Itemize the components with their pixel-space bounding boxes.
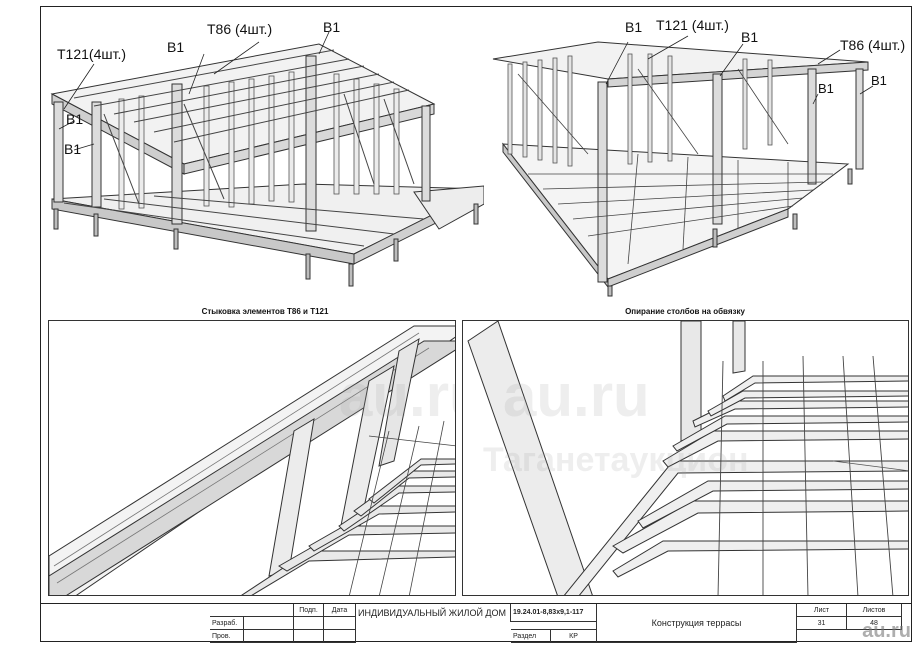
tb-list-label: Лист <box>797 604 847 617</box>
label-t86-right: T86 (4шт.) <box>840 37 906 53</box>
tb-listov-label: Листов <box>847 604 902 617</box>
tb-blank-h <box>511 622 597 630</box>
label-t86-left: T86 (4шт.) <box>207 21 273 37</box>
left-house-frame-drawing <box>50 31 484 287</box>
watermark-stamp: au.ru <box>862 620 911 642</box>
right-terrace-frame-drawing <box>492 35 874 297</box>
label-t121-right: T121 (4шт.) <box>656 17 729 33</box>
label-b1-a-right: B1 <box>625 19 643 35</box>
tb-project-code: 19.24.01-8,83x9,1-117 <box>511 604 597 622</box>
caption-right-detail: Опирание столбов на обвязку <box>625 307 745 316</box>
watermark-sub: Таганетаукцион <box>483 441 749 479</box>
label-b1-side1-left: B1 <box>66 111 84 127</box>
label-t121-left: T121(4шт.) <box>57 46 127 62</box>
tb-blank-f <box>294 630 324 643</box>
tb-blank-b <box>244 617 294 630</box>
tb-blank-a <box>210 604 294 617</box>
detail-right-support: au.ru Таганетаукцион <box>462 320 909 596</box>
tb-list-number: 31 <box>797 617 847 630</box>
tb-data-label: Дата <box>324 604 356 617</box>
detail-left-joint: au.ru <box>48 320 456 596</box>
watermark-brand-right: au.ru <box>503 362 650 429</box>
tb-listov-number: 48 <box>847 617 902 630</box>
tb-blank-c <box>294 617 324 630</box>
tb-podp-label: Подп. <box>294 604 324 617</box>
tb-razrab-label: Разраб. <box>210 617 244 630</box>
tb-razdel-label: Раздел <box>511 630 551 643</box>
tb-sheet-title: Конструкция террасы <box>597 604 797 643</box>
drawing-sheet <box>40 6 912 642</box>
tb-kp-value: КР <box>551 630 597 643</box>
label-b1-top-left: B1 <box>167 39 185 55</box>
label-b1-side2-left: B1 <box>64 141 82 157</box>
label-b1-b-right: B1 <box>741 29 759 45</box>
watermark-brand: au.ru <box>339 362 455 429</box>
caption-left-detail: Стыковка элементов T86 и T121 <box>201 307 329 316</box>
tb-blank-e <box>244 630 294 643</box>
tb-project-name: ИНДИВИДУАЛЬНЫЙ ЖИЛОЙ ДОМ <box>356 604 511 622</box>
tb-blank-d <box>324 617 356 630</box>
label-b1-d-right: B1 <box>871 73 887 88</box>
title-block: Подп. Дата Разраб. Пров. ИНДИВИДУАЛЬНЫЙ … <box>40 603 912 643</box>
tb-blank-g <box>324 630 356 643</box>
label-b1-c-right: B1 <box>818 81 834 96</box>
label-b1-corner-left: B1 <box>323 19 341 35</box>
tb-prov-label: Пров. <box>210 630 244 643</box>
